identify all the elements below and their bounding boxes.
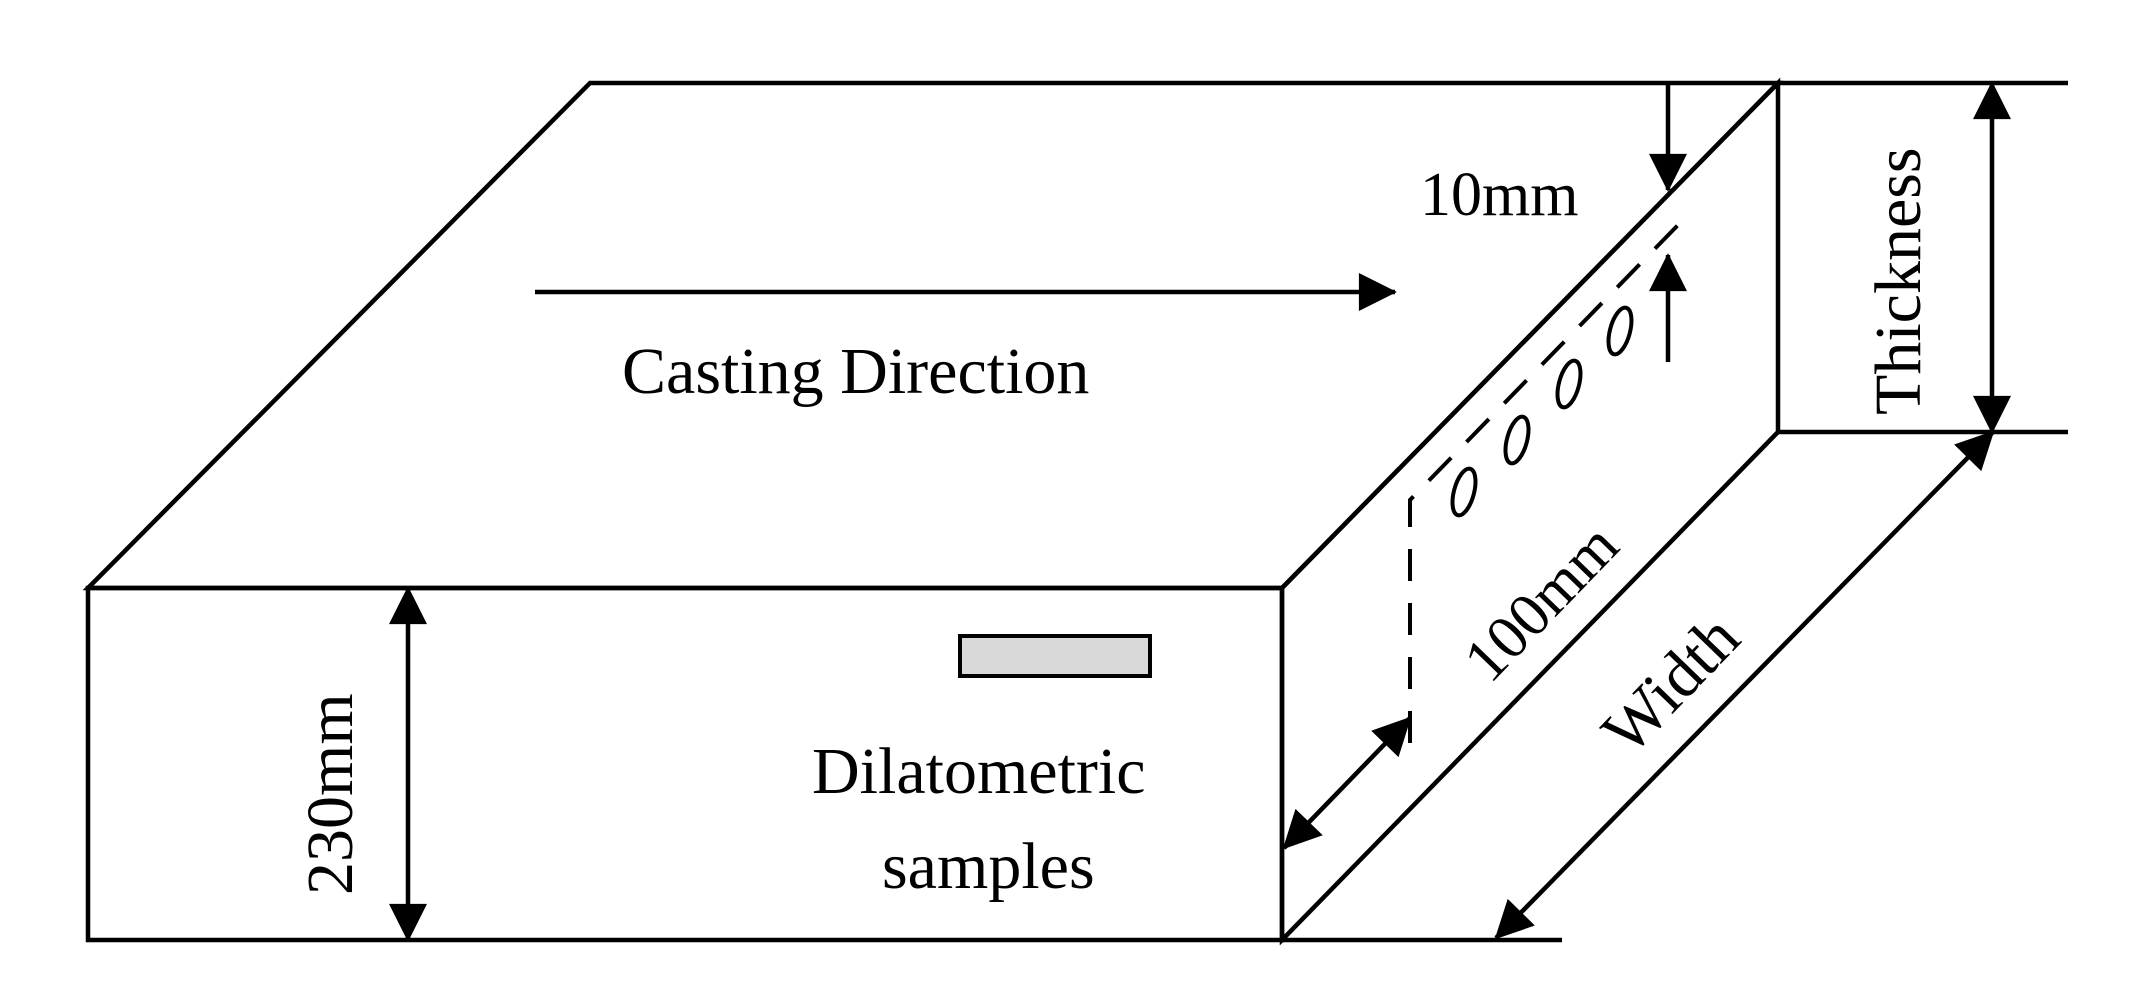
thickness-label: Thickness xyxy=(1862,147,1935,415)
side-offset-arrow xyxy=(1282,716,1412,850)
height-label: 230mm xyxy=(294,693,367,895)
sample-hole xyxy=(1555,358,1583,410)
side-offset-label: 100mm xyxy=(1451,511,1632,695)
sampling-dashed-line xyxy=(1408,223,1680,743)
sample-hole xyxy=(1606,305,1634,357)
dilatometric-label-line2: samples xyxy=(882,830,1095,903)
sample-hole xyxy=(1450,466,1478,518)
extension-lines xyxy=(1282,80,2068,943)
dilatometric-sample-bar xyxy=(958,634,1152,678)
sample-hole xyxy=(1503,414,1531,466)
width-label: Width xyxy=(1588,601,1753,768)
top-offset-label: 10mm xyxy=(1420,161,1578,229)
dilatometric-label-line1: Dilatometric xyxy=(812,735,1146,808)
casting-direction-label: Casting Direction xyxy=(622,335,1089,408)
width-arrow xyxy=(1494,430,1995,940)
